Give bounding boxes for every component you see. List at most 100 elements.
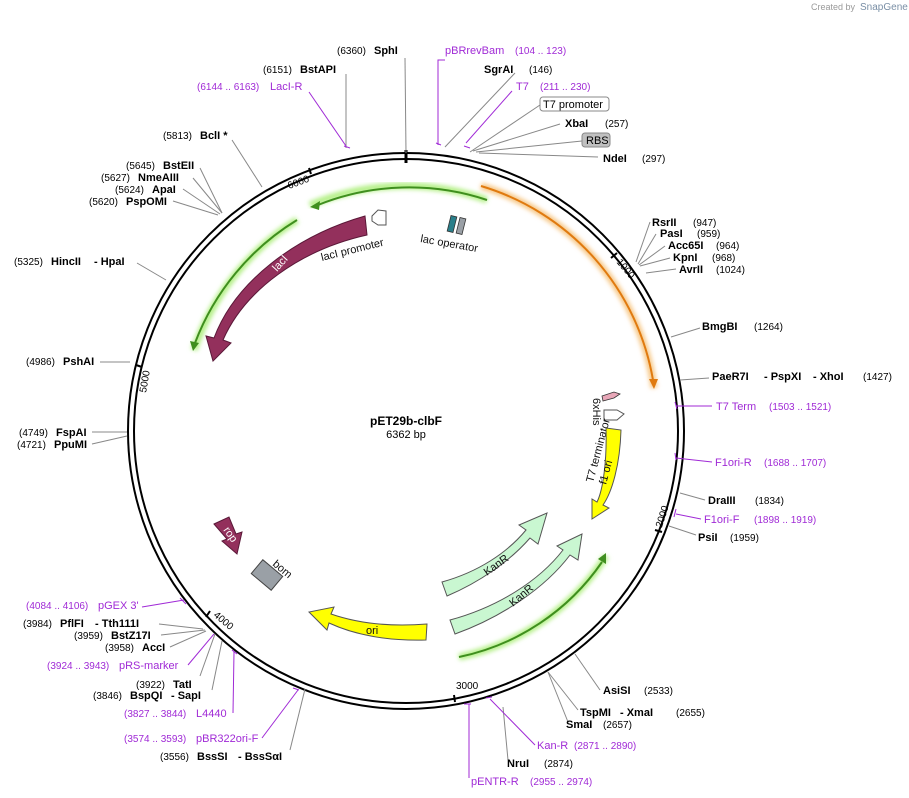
primer-f1ori-r[interactable]: F1ori-R (1688 .. 1707) (715, 457, 826, 469)
plasmid-length: 6362 bp (386, 429, 426, 441)
bom-feature[interactable]: bom (250, 558, 294, 591)
site-pos: (5645) (126, 161, 155, 172)
site-name: KpnI (673, 252, 697, 264)
site-bstapi[interactable]: (6151) BstAPI (263, 64, 336, 76)
site-rsrii[interactable]: RsrII (947) (652, 217, 716, 229)
site-asisi[interactable]: AsiSI (2533) (603, 685, 673, 697)
primer-range: (3924 .. 3943) (47, 661, 109, 672)
laci-feature[interactable]: lacI (205, 215, 368, 362)
primer-pentr-r[interactable]: pENTR-R (2955 .. 2974) (471, 776, 592, 788)
primer-name: pRS-marker (119, 660, 179, 672)
site-name-2: - PspXI (764, 371, 801, 383)
primer-kan-r[interactable]: Kan-R (2871 .. 2890) (537, 740, 636, 752)
his-tag-feature[interactable]: 6xHis (590, 391, 621, 426)
tick-1000: 1000 (614, 257, 637, 281)
site-pos: (1024) (716, 265, 745, 276)
site-hincii-hpai[interactable]: (5325) HincII - HpaI (14, 256, 125, 268)
primer-l4440[interactable]: (3827 .. 3844) L4440 (124, 708, 227, 720)
site-name: SmaI (566, 719, 592, 731)
site-pos: (947) (693, 218, 716, 229)
site-name-2: - XmaI (620, 707, 653, 719)
primer-t7-term[interactable]: T7 Term (1503 .. 1521) (716, 401, 831, 413)
site-name: NruI (507, 758, 529, 770)
his-tag-label: 6xHis (590, 398, 602, 426)
site-tspmi-xmai[interactable]: TspMI - XmaI (2655) (580, 707, 705, 719)
primer-laci-r[interactable]: (6144 .. 6163) LacI-R (197, 81, 302, 93)
site-draiii[interactable]: DraIII (1834) (708, 495, 784, 507)
site-tati[interactable]: (3922) TatI (136, 679, 192, 691)
site-ppumi[interactable]: (4721) PpuMI (17, 439, 87, 451)
site-pos: (297) (642, 154, 665, 165)
site-bsteii[interactable]: (5645) BstEII (126, 160, 194, 172)
primer-pbr322ori-f[interactable]: (3574 .. 3593) pBR322ori-F (124, 733, 259, 745)
site-bcli[interactable]: (5813) BclI * (163, 130, 228, 142)
site-psii[interactable]: PsiI (1959) (698, 532, 759, 544)
site-bmgbi[interactable]: BmgBI (1264) (702, 321, 783, 333)
primer-name: L4440 (196, 708, 227, 720)
site-apai[interactable]: (5624) ApaI (115, 184, 176, 196)
primer-range: (1898 .. 1919) (754, 515, 816, 526)
site-pos: (6360) (337, 46, 366, 57)
site-pos: (1427) (863, 372, 892, 383)
primer-pgex-3[interactable]: (4084 .. 4106) pGEX 3' (26, 600, 139, 612)
kanr-a-label: KanR (482, 553, 511, 579)
rbs-box[interactable]: RBS (475, 132, 611, 153)
site-kpni[interactable]: KpnI (968) (673, 252, 735, 264)
site-acci[interactable]: (3958) AccI (105, 642, 165, 654)
primer-pbrrevbam[interactable]: pBRrevBam (104 .. 123) (445, 45, 566, 57)
primer-t7[interactable]: T7 (211 .. 230) (516, 81, 590, 93)
site-pasi[interactable]: PasI (959) (660, 228, 720, 240)
site-name-2: - BssSαI (238, 751, 282, 763)
site-pos: (5620) (89, 197, 118, 208)
site-pos: (1959) (730, 533, 759, 544)
site-fspai[interactable]: (4749) FspAI (19, 427, 87, 439)
f1-ori-feature[interactable]: f1 ori (591, 427, 622, 520)
site-pos: (5624) (115, 185, 144, 196)
ori-feature[interactable]: ori (307, 606, 428, 641)
site-name: TspMI (580, 707, 611, 719)
site-pos: (2533) (644, 686, 673, 697)
primer-f1ori-f[interactable]: F1ori-F (1898 .. 1919) (704, 514, 816, 526)
site-pos: (3846) (93, 691, 122, 702)
site-nrui[interactable]: NruI (2874) (507, 758, 573, 770)
site-ndei[interactable]: NdeI (297) (603, 153, 665, 165)
site-pshai[interactable]: (4986) PshAI (26, 356, 94, 368)
site-sphi[interactable]: (6360) SphI (337, 45, 398, 57)
primer-prs-marker[interactable]: (3924 .. 3943) pRS-marker (47, 660, 179, 672)
primer-range: (6144 .. 6163) (197, 82, 259, 93)
tick-3000: 3000 (456, 681, 479, 692)
site-name: AsiSI (603, 685, 631, 697)
primer-name: T7 Term (716, 401, 756, 413)
site-pos: (2874) (544, 759, 573, 770)
site-smai[interactable]: SmaI (2657) (566, 719, 632, 731)
site-pspomi[interactable]: (5620) PspOMI (89, 196, 167, 208)
site-name: PshAI (63, 356, 94, 368)
site-xbai[interactable]: XbaI (257) (565, 118, 628, 130)
primer-name: pGEX 3' (98, 600, 139, 612)
site-sgrai[interactable]: SgrAI (146) (484, 64, 552, 76)
site-bspqi-sapi[interactable]: (3846) BspQI - SapI (93, 690, 201, 702)
site-paer7i-pspxi-xhoi[interactable]: PaeR7I - PspXI - XhoI (1427) (712, 371, 892, 383)
site-bsssi-bsssai[interactable]: (3556) BssSI - BssSαI (160, 751, 282, 763)
site-pflfi-tth111i[interactable]: (3984) PflFI - Tth111I (23, 618, 139, 630)
orf-arc-bottom-green (458, 553, 609, 661)
tick-6000: 6000 (286, 174, 311, 192)
site-name: ApaI (152, 184, 176, 196)
site-name: PsiI (698, 532, 718, 544)
credit-brand: SnapGene (860, 2, 908, 13)
site-bstz17i[interactable]: (3959) BstZ17I (74, 630, 151, 642)
site-pos: (1264) (754, 322, 783, 333)
site-name: PaeR7I (712, 371, 749, 383)
t7-promoter-box[interactable]: T7 promoter (469, 96, 610, 153)
lac-operator-feature[interactable]: lac operator (419, 215, 479, 256)
site-name-3: - XhoI (813, 371, 844, 383)
site-avrii[interactable]: AvrII (1024) (679, 264, 745, 276)
site-nmeaiii[interactable]: (5627) NmeAIII (101, 172, 179, 184)
primer-name: F1ori-R (715, 457, 752, 469)
rop-feature[interactable]: rop (213, 516, 243, 555)
site-name: RsrII (652, 217, 676, 229)
site-name-2: - HpaI (94, 256, 125, 268)
site-acc65i[interactable]: Acc65I (964) (668, 240, 739, 252)
orf-arc-left-green (190, 217, 299, 352)
primer-range: (211 .. 230) (540, 82, 590, 93)
